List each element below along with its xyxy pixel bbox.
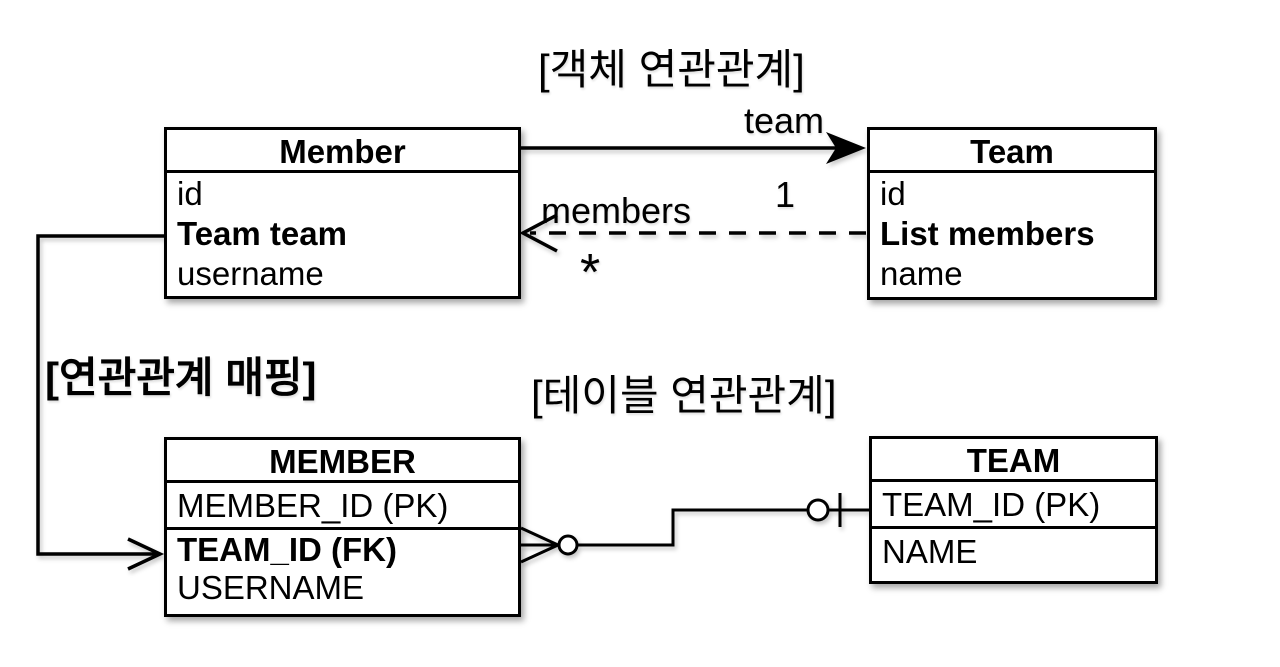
team-to-member-dashed-arrow: [519, 213, 866, 253]
team-field-id: id: [880, 175, 906, 212]
team-edge-label: team: [744, 100, 825, 141]
optional-circle-team-side: [806, 498, 830, 522]
member-class-fields: id Team team username: [167, 173, 518, 294]
team-class-title: Team: [870, 130, 1154, 173]
member-field-team: Team team: [177, 215, 347, 252]
member-table-title: MEMBER: [167, 440, 518, 483]
team-table-name-row: NAME: [882, 533, 978, 570]
association-mapping-heading: [연관관계 매핑]: [45, 354, 317, 401]
member-class-box: Member id Team team username: [164, 127, 521, 299]
team-class-fields: id List members name: [870, 173, 1154, 294]
member-table-fk-row: TEAM_ID (FK): [177, 531, 397, 568]
table-relationship-connector: [520, 493, 869, 564]
member-field-id: id: [177, 175, 203, 212]
crows-foot-many-symbol: [520, 526, 559, 564]
members-edge-label: members: [541, 190, 692, 231]
team-table-title: TEAM: [872, 439, 1155, 482]
members-edge-multiplicity: *: [580, 244, 601, 302]
team-table-box: TEAM TEAM_ID (PK) NAME: [869, 436, 1158, 584]
member-field-username: username: [177, 255, 324, 292]
mapping-connector-arrow: [36, 234, 165, 571]
member-to-team-association-arrow: [521, 132, 866, 164]
table-association-heading: [테이블 연관관계]: [531, 372, 837, 419]
team-edge-multiplicity: 1: [775, 174, 796, 215]
team-class-box: Team id List members name: [867, 127, 1157, 300]
team-table-pk-row: TEAM_ID (PK): [872, 482, 1155, 529]
member-class-title: Member: [167, 130, 518, 173]
object-association-heading: [객체 연관관계]: [538, 46, 805, 93]
optional-circle-member-side: [557, 534, 579, 556]
member-table-pk-row: MEMBER_ID (PK): [167, 483, 518, 530]
member-table-box: MEMBER MEMBER_ID (PK) TEAM_ID (FK) USERN…: [164, 437, 521, 617]
team-field-members: List members: [880, 215, 1095, 252]
team-field-name: name: [880, 255, 963, 292]
member-table-username-row: USERNAME: [177, 569, 365, 606]
member-table-columns: TEAM_ID (FK) USERNAME: [167, 530, 518, 607]
